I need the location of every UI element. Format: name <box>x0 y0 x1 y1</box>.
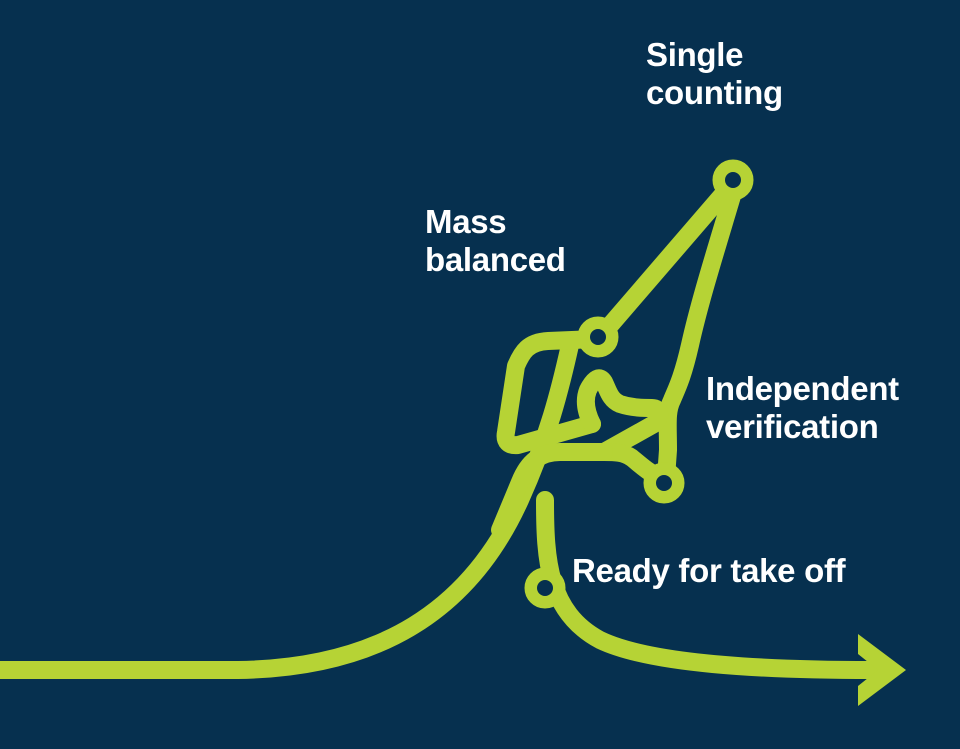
label-mass-balanced: Mass balanced <box>425 203 566 279</box>
milestone-marker-independent-verification-core <box>656 475 672 491</box>
label-single-counting: Single counting <box>646 36 783 112</box>
milestone-marker-mass-balanced[interactable] <box>577 316 619 358</box>
milestone-marker-single-counting[interactable] <box>712 159 754 201</box>
label-ready-for-take-off: Ready for take off <box>572 552 846 589</box>
growth-curve-rising <box>0 336 579 679</box>
rocket-body-detail-upper <box>576 369 668 461</box>
arrow-head-icon <box>858 634 906 706</box>
rocket-body-right-edge <box>657 177 744 487</box>
growth-curve-to-arrow <box>536 491 881 679</box>
milestone-marker-mass-balanced-core <box>590 329 606 345</box>
milestone-marker-single-counting-core <box>725 172 741 188</box>
growth-curve-group <box>0 336 881 679</box>
rocket-left-fin <box>496 330 605 455</box>
rocket-nose-left-edge <box>591 176 740 346</box>
milestone-marker-ready-for-take-off-core <box>537 580 553 596</box>
milestone-markers-group <box>524 159 754 609</box>
milestone-marker-ready-for-take-off[interactable] <box>524 567 566 609</box>
label-independent-verification: Independent verification <box>706 370 899 446</box>
rocket-tail-strut <box>491 443 613 539</box>
rocket-outline-group <box>491 176 744 539</box>
milestone-marker-independent-verification[interactable] <box>643 462 685 504</box>
